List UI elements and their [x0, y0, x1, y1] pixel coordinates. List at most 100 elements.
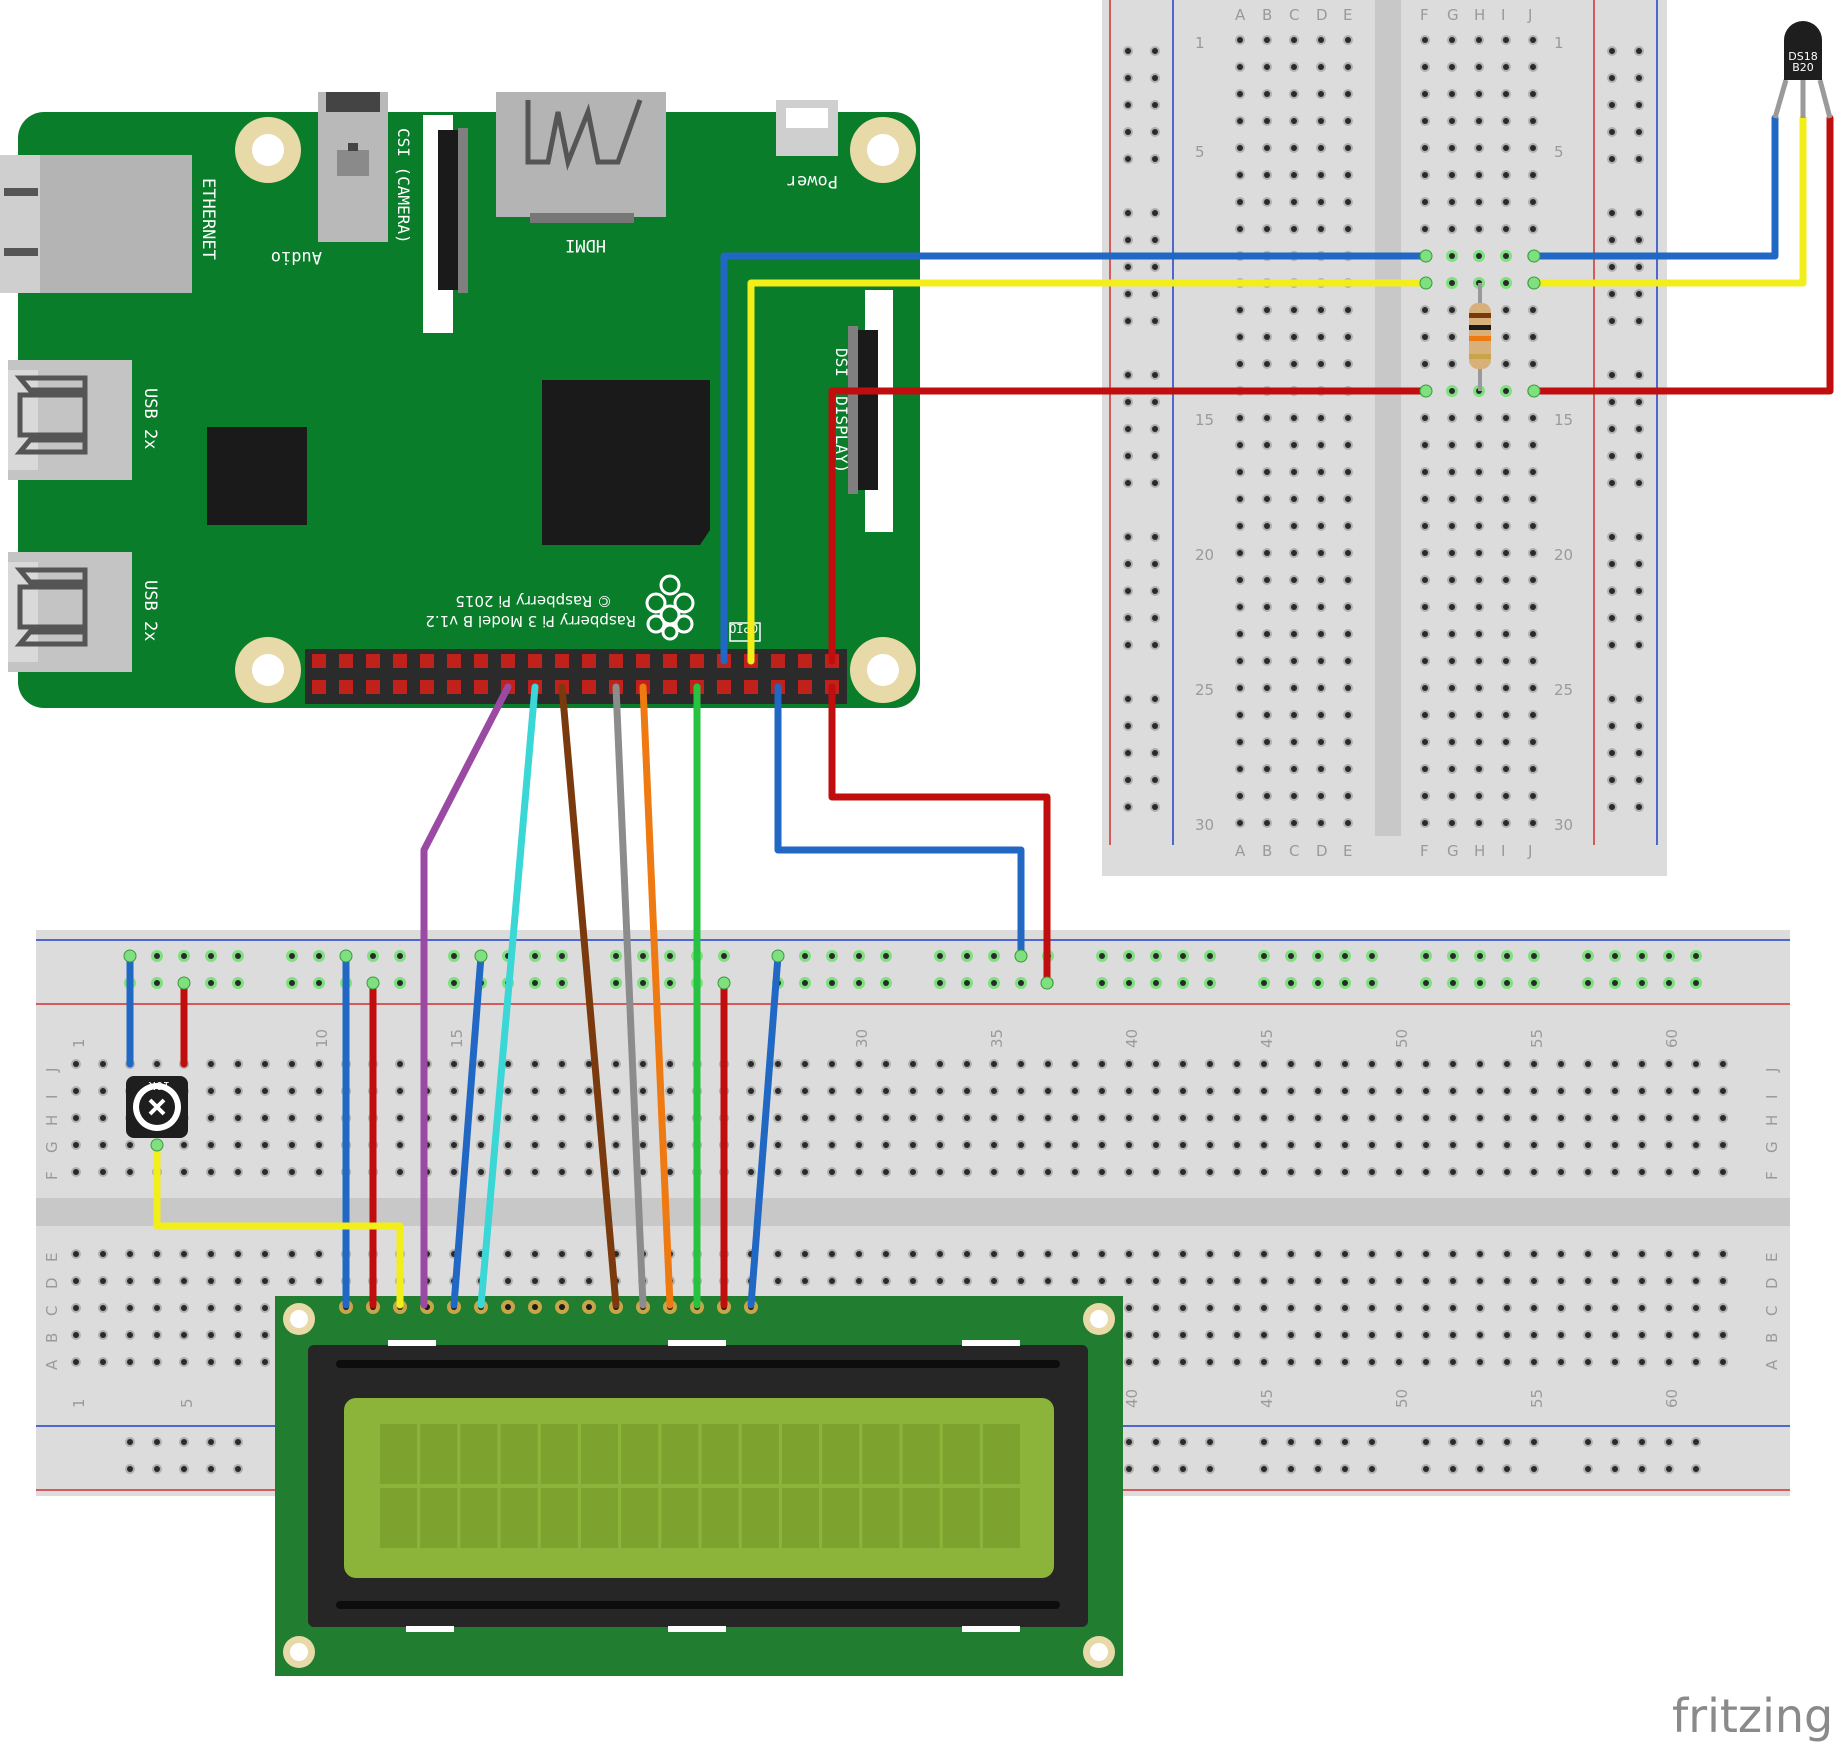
row-label-5-right: 5: [1554, 143, 1564, 161]
breadboard-hole: [1343, 521, 1353, 531]
breadboard-hole: [1637, 1303, 1647, 1313]
wire-endpoint: [177, 976, 191, 990]
breadboard-hole: [881, 1140, 891, 1150]
breadboard-hole: [1474, 791, 1484, 801]
breadboard-hole: [1205, 1113, 1215, 1123]
wire-endpoint: [1419, 384, 1433, 398]
power-rail-hole: [556, 950, 568, 962]
breadboard-hole: [1016, 1249, 1026, 1259]
usb-controller-chip: [207, 427, 307, 525]
power-rail-hole: [1150, 289, 1160, 299]
breadboard-hole: [1528, 332, 1538, 342]
power-rail-hole: [233, 1437, 243, 1447]
power-rail-hole: [1634, 748, 1644, 758]
col-label-G-bottom: G: [1447, 842, 1459, 860]
breadboard-hole: [1178, 1140, 1188, 1150]
wire-yellow-pot-contrast: [153, 1141, 404, 1309]
breadboard-hole: [1235, 737, 1245, 747]
breadboard-hole: [1420, 305, 1430, 315]
breadboard-hole: [1447, 521, 1457, 531]
power-rail-hole: [1124, 1464, 1134, 1474]
breadboard-hole: [854, 1276, 864, 1286]
breadboard-hole: [1529, 1059, 1539, 1069]
breadboard-hole: [530, 1249, 540, 1259]
breadboard-hole: [1447, 602, 1457, 612]
breadboard-hole: [665, 1086, 675, 1096]
breadboard-hole: [125, 1330, 135, 1340]
breadboard-hole: [1502, 1113, 1512, 1123]
breadboard-hole: [1718, 1357, 1728, 1367]
breadboard-hole: [1420, 494, 1430, 504]
wire-cyan: [477, 683, 539, 1309]
breadboard-hole: [1151, 1086, 1161, 1096]
breadboard-hole: [1262, 521, 1272, 531]
breadboard-hole: [1235, 602, 1245, 612]
breadboard-hole: [1232, 1357, 1242, 1367]
breadboard-hole: [287, 1167, 297, 1177]
power-rail-hole: [1204, 977, 1216, 989]
breadboard-hole: [1232, 1140, 1242, 1150]
breadboard-hole: [98, 1276, 108, 1286]
breadboard-hole: [1124, 1140, 1134, 1150]
wire-endpoint: [1527, 249, 1541, 263]
power-rail-hole: [1634, 721, 1644, 731]
breadboard-hole: [1178, 1086, 1188, 1096]
breadboard-hole: [1447, 575, 1457, 585]
breadboard-hole: [179, 1357, 189, 1367]
row-label-20-right: 20: [1554, 546, 1573, 564]
breadboard-hole: [827, 1113, 837, 1123]
lcd-cell: [500, 1488, 538, 1548]
breadboard-hole: [1316, 629, 1326, 639]
power-rail-hole: [1607, 370, 1617, 380]
col-num-55-bottom: 55: [1528, 1389, 1546, 1408]
breadboard-hole: [98, 1059, 108, 1069]
breadboard-hole: [1475, 1330, 1485, 1340]
breadboard-hole: [260, 1357, 270, 1367]
breadboard-hole: [1235, 494, 1245, 504]
breadboard-hole: [1446, 385, 1458, 397]
breadboard-hole: [1289, 116, 1299, 126]
col-num-50-bottom: 50: [1393, 1389, 1411, 1408]
breadboard-hole: [1448, 1249, 1458, 1259]
breadboard-hole: [962, 1113, 972, 1123]
breadboard-hole: [1124, 1113, 1134, 1123]
breadboard-hole: [1343, 629, 1353, 639]
breadboard-hole: [1043, 1276, 1053, 1286]
breadboard-hole: [1235, 710, 1245, 720]
lcd-cell: [983, 1488, 1020, 1548]
power-rail-hole: [718, 950, 730, 962]
breadboard-hole: [476, 1140, 486, 1150]
lcd-cell: [380, 1488, 417, 1548]
power-rail-hole: [1634, 559, 1644, 569]
breadboard-hole: [1448, 1330, 1458, 1340]
breadboard-hole: [1070, 1276, 1080, 1286]
breadboard-hole: [935, 1140, 945, 1150]
breadboard-bottom-row-labels: J I H G F E D C B A J I H G F E D C B A: [43, 1068, 1781, 1370]
breadboard-hole: [1501, 332, 1511, 342]
breadboard-hole: [98, 1330, 108, 1340]
breadboard-hole: [125, 1167, 135, 1177]
breadboard-hole: [881, 1276, 891, 1286]
breadboard-hole: [611, 1167, 621, 1177]
breadboard-hole: [1343, 197, 1353, 207]
copyright-text: © Raspberry Pi 2015: [455, 592, 612, 610]
power-rail-hole: [826, 977, 838, 989]
breadboard-hole: [1235, 629, 1245, 639]
audio-jack: Audio: [271, 92, 388, 267]
breadboard-hole: [1501, 629, 1511, 639]
power-rail-hole: [1634, 127, 1644, 137]
col-label-G: G: [1447, 6, 1459, 24]
power-rail-hole: [1607, 721, 1617, 731]
breadboard-hole: [1420, 737, 1430, 747]
breadboard-hole: [1529, 1303, 1539, 1313]
breadboard-hole: [989, 1086, 999, 1096]
power-rail-hole: [1529, 1437, 1539, 1447]
power-rail-hole: [1367, 1437, 1377, 1447]
breadboard-hole: [746, 1059, 756, 1069]
breadboard-hole: [71, 1357, 81, 1367]
potentiometer: 10K: [126, 1076, 188, 1138]
col-num-1: 1: [70, 1038, 88, 1048]
breadboard-hole: [665, 1113, 675, 1123]
power-rail-hole: [1339, 977, 1351, 989]
breadboard-hole: [773, 1086, 783, 1096]
